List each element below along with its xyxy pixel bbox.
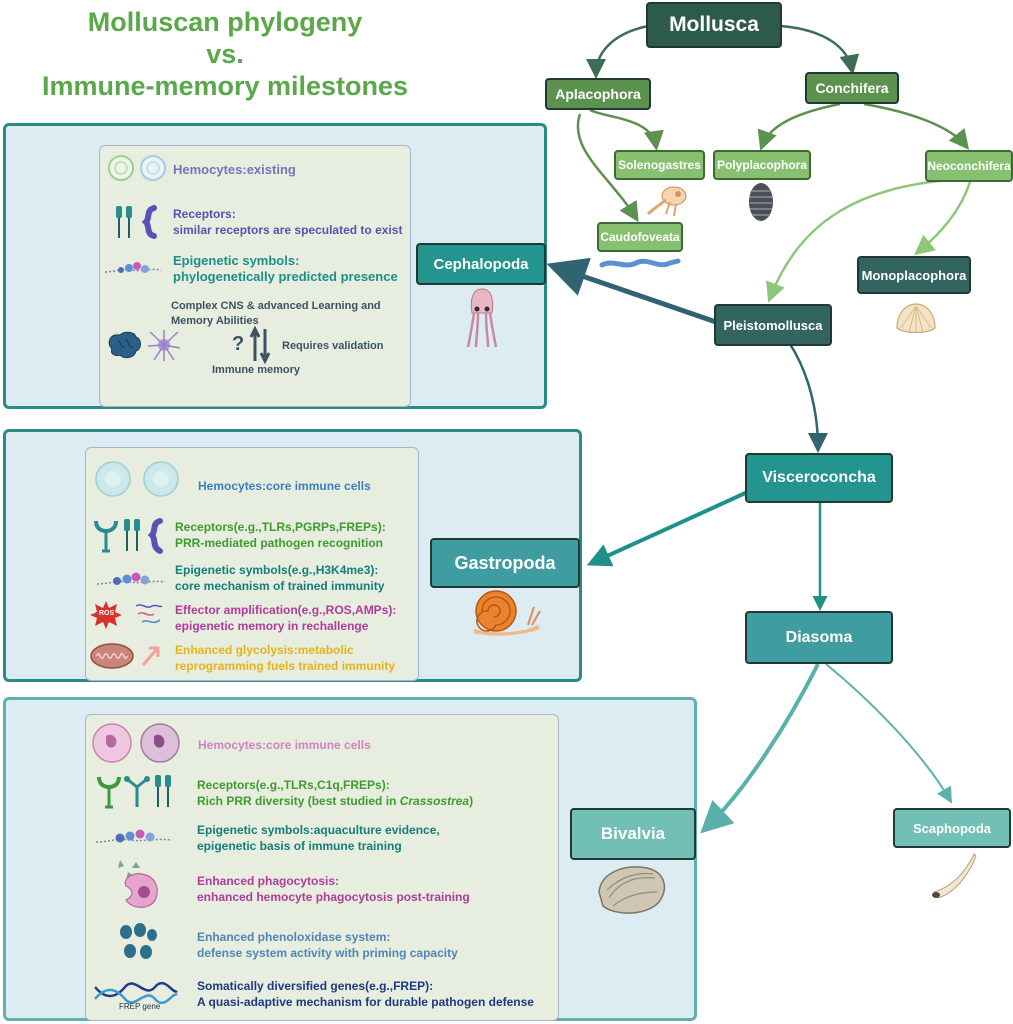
biv-epigenetic-label: Epigenetic symbols:aquaculture evidence, xyxy=(197,823,440,837)
gast-epigenetic-desc: core mechanism of trained immunity xyxy=(175,579,385,593)
biv-genes-desc: A quasi-adaptive mechanism for durable p… xyxy=(197,995,534,1009)
neuron-icon xyxy=(147,330,181,361)
hemocyte-icon xyxy=(92,723,180,763)
ros-burst-icon xyxy=(90,601,122,629)
biv-epigenetic-desc: epigenetic basis of immune training xyxy=(197,839,402,853)
node-visceroconcha: Visceroconcha xyxy=(745,453,893,503)
gast-effector-label: Effector amplification(e.g.,ROS,AMPs): xyxy=(175,603,397,617)
node-cephalopoda: Cephalopoda xyxy=(416,243,546,285)
ros-label: ROS xyxy=(99,610,115,617)
node-mollusca: Mollusca xyxy=(646,2,782,48)
up-down-arrows-icon xyxy=(249,325,271,365)
node-pleistomollusca: Pleistomollusca xyxy=(714,304,832,346)
bivalvia-inner-box xyxy=(85,714,559,1021)
gast-epigenetic-label: Epigenetic symbols(e.g.,H3K4me3): xyxy=(175,563,379,577)
ceph-epigenetic-label: Epigenetic symbols: xyxy=(173,253,300,268)
title-line-3: Immune-memory milestones xyxy=(41,71,409,101)
title-line-1: Molluscan phylogeny xyxy=(87,7,363,37)
phagocyte-icon xyxy=(118,860,158,908)
gastropoda-inner-box xyxy=(85,447,419,681)
hemocyte-icon xyxy=(108,155,166,181)
dna-helix-icon xyxy=(94,981,178,1005)
brain-icon xyxy=(108,331,141,359)
node-scaphopoda: Scaphopoda xyxy=(893,808,1011,848)
biv-receptors-desc: Rich PRR diversity (best studied in Cras… xyxy=(197,794,474,808)
node-bivalvia: Bivalvia xyxy=(570,808,696,860)
ceph-receptors-desc: similar receptors are speculated to exis… xyxy=(173,223,403,237)
epigenetic-icon xyxy=(96,572,166,585)
squid-illustration xyxy=(466,288,498,348)
node-diasoma: Diasoma xyxy=(745,611,893,664)
epigenetic-icon xyxy=(95,829,173,843)
biv-pheno-desc: defense system activity with priming cap… xyxy=(197,946,458,960)
biv-phago-desc: enhanced hemocyte phagocytosis post-trai… xyxy=(197,890,470,904)
title-line-2: vs. xyxy=(206,39,244,69)
increase-arrow-icon xyxy=(141,646,160,666)
biv-pheno-label: Enhanced phenoloxidase system: xyxy=(197,930,391,944)
ceph-epigenetic-desc: phylogenetically predicted presence xyxy=(173,269,398,284)
polyplacophora-illustration xyxy=(749,183,773,221)
gast-glycolysis-desc: reprogramming fuels trained immunity xyxy=(175,659,396,673)
biv-phago-label: Enhanced phagocytosis: xyxy=(197,874,340,888)
amp-peptides-icon xyxy=(135,604,163,624)
monoplacophora-illustration xyxy=(896,303,936,334)
gast-receptors-label: Receptors(e.g.,TLRs,PGRPs,FREPs): xyxy=(175,520,386,534)
phenoloxidase-granules-icon xyxy=(120,923,157,959)
snail-illustration xyxy=(474,590,541,636)
receptor-icon xyxy=(116,205,157,239)
node-caudofoveata: Caudofoveata xyxy=(597,222,683,252)
ceph-validation-text: Requires validation xyxy=(282,340,384,352)
node-conchifera: Conchifera xyxy=(805,72,899,104)
ceph-cns-line1: Complex CNS & advanced Learning and xyxy=(171,300,381,312)
ceph-hemocytes-text: Hemocytes:existing xyxy=(173,162,296,177)
gast-glycolysis-label: Enhanced glycolysis:metabolic xyxy=(175,643,354,657)
tusk-shell-illustration xyxy=(932,853,977,899)
node-solenogastres: Solenogastres xyxy=(614,150,705,180)
epigenetic-icon xyxy=(104,262,162,273)
diagram-title: Molluscan phylogeny vs. Immune-memory mi… xyxy=(20,6,430,102)
receptor-icon xyxy=(97,775,171,809)
frep-gene-label: FREP gene xyxy=(119,1002,161,1011)
biv-genes-label: Somatically diversified genes(e.g.,FREP)… xyxy=(197,979,434,993)
gast-effector-desc: epigenetic memory in rechallenge xyxy=(175,619,369,633)
oyster-illustration xyxy=(598,866,666,914)
ceph-cns-line2: Memory Abilities xyxy=(171,315,259,327)
gast-receptors-desc: PRR-mediated pathogen recognition xyxy=(175,536,384,550)
node-aplacophora: Aplacophora xyxy=(545,78,651,110)
cephalopoda-inner-box xyxy=(99,145,411,407)
node-monoplacophora: Monoplacophora xyxy=(857,256,971,294)
ceph-question-mark: ? xyxy=(232,333,245,355)
hemocyte-icon xyxy=(95,461,179,497)
node-neoconchifera: Neoconchifera xyxy=(925,150,1013,182)
ceph-immune-memory-text: Immune memory xyxy=(212,364,301,376)
ceph-receptors-label: Receptors: xyxy=(173,207,236,221)
receptor-icon xyxy=(94,518,163,554)
node-polyplacophora: Polyplacophora xyxy=(713,150,811,180)
biv-hemocytes-text: Hemocytes:core immune cells xyxy=(198,738,371,752)
gast-hemocytes-text: Hemocytes:core immune cells xyxy=(198,479,371,493)
caudofoveata-illustration xyxy=(599,258,681,268)
solenogastres-illustration xyxy=(646,186,687,217)
biv-receptors-label: Receptors(e.g.,TLRs,C1q,FREPs): xyxy=(197,778,390,792)
node-gastropoda: Gastropoda xyxy=(430,538,580,588)
mitochondrion-icon xyxy=(90,643,134,669)
